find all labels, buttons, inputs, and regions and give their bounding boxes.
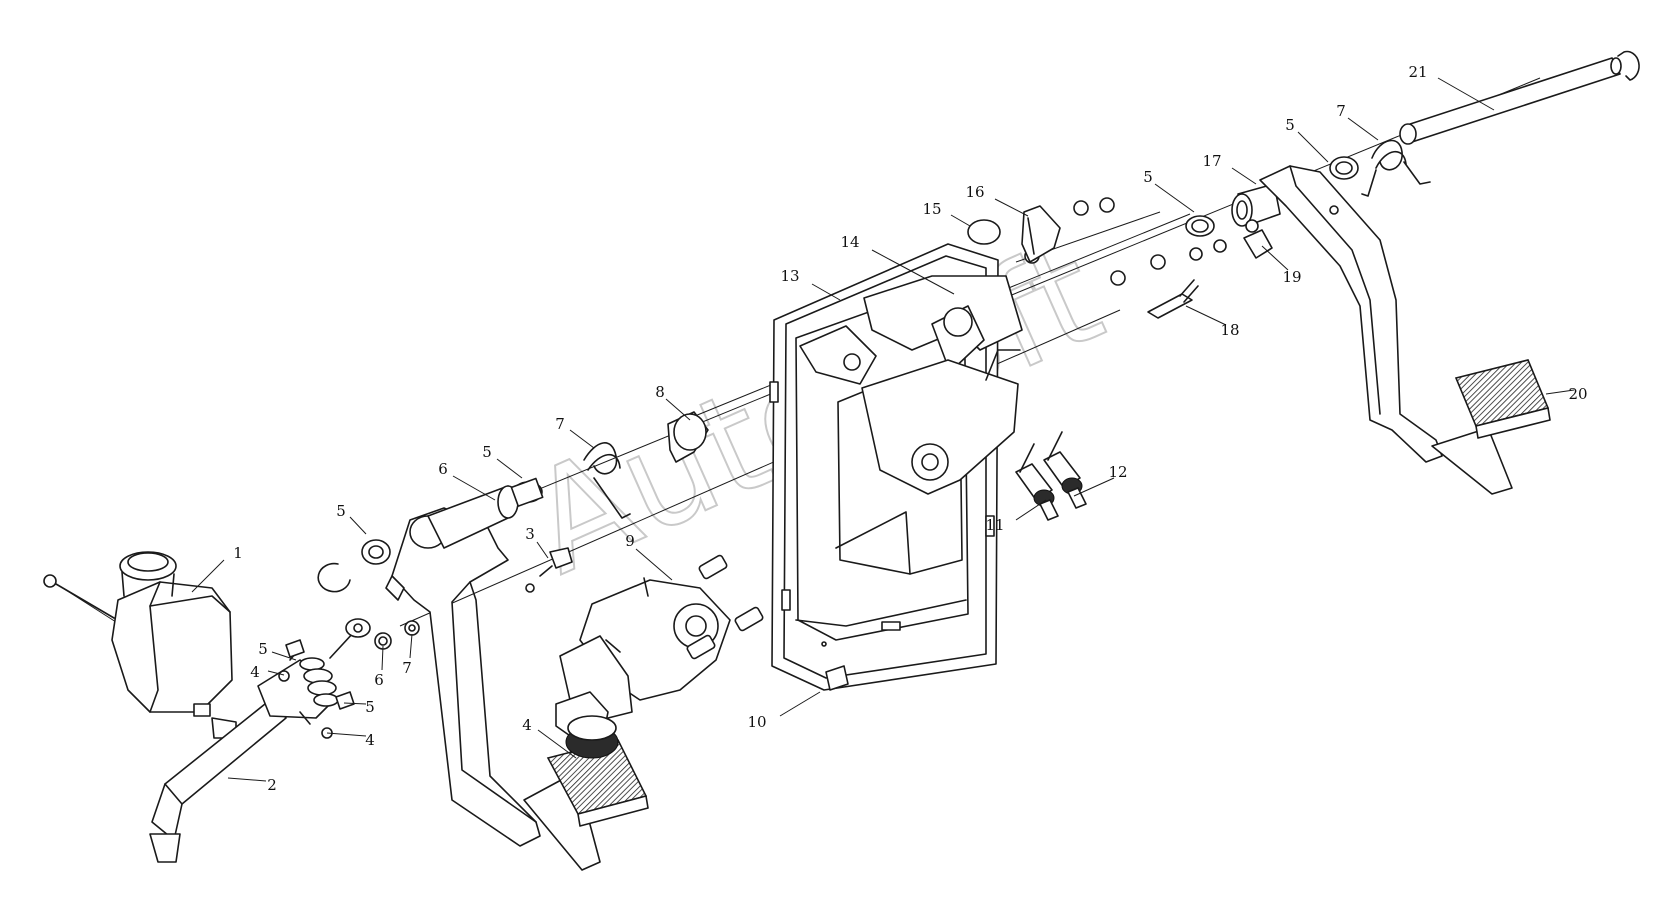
c-21-shaft-leader [1437,77,1495,111]
part-9-brake-valve [555,554,764,759]
parts-17-18-19 [1147,183,1281,319]
c-6-nut-leader [381,645,384,671]
c-19-clevis-leader [1261,245,1289,271]
c-5-bushing-a-label: 5 [336,502,346,520]
c-5-bushing-b-leader [496,458,523,479]
c-3-bolt-leader [536,541,549,559]
c-5-bolt-lower-leader [343,702,367,705]
part-1-reservoir [43,551,237,739]
c-14-bracket-label: 14 [840,233,859,251]
c-5-bushing-b-label: 5 [482,443,492,461]
c-6-clutch-pedal-leader [452,475,496,501]
c-7-washer-leader [409,633,413,659]
c-11-switch-leader [1015,499,1047,521]
part-4-clutch-pedal-pad [523,739,649,871]
c-17-shaft-bushing-label: 17 [1202,152,1221,170]
c-5-bushing-c-label: 5 [1143,168,1153,186]
c-5-bolt-upper-label: 5 [258,640,268,658]
c-5-bushing-d-leader [1297,131,1329,163]
part-14-pedal-bracket [799,275,1023,495]
c-4-pedal-pad-label: 4 [522,716,532,734]
c-16-plate-label: 16 [965,183,984,201]
c-1-reservoir-leader [191,559,225,593]
c-2-master-cylinder-label: 2 [267,776,277,794]
c-14-bracket-leader [871,249,955,295]
c-6-clutch-pedal-label: 6 [438,460,448,478]
c-7-spring-left-label: 7 [555,415,565,433]
c-20-pedal-pad-leader [1545,389,1575,395]
c-1-reservoir-label: 1 [233,544,243,562]
c-7-spring-right-label: 7 [1336,102,1346,120]
c-18-stud-label: 18 [1220,321,1239,339]
callouts-layer: 1234445555556677789101112131415161718192… [191,63,1588,794]
c-17-shaft-bushing-leader [1231,167,1257,185]
c-18-stud-leader [1185,305,1227,326]
c-19-clevis-label: 19 [1282,268,1301,286]
c-5-bushing-c-leader [1154,183,1195,213]
parts-15-16-10-small [825,205,1061,691]
c-7-spring-left-leader [569,429,595,449]
c-4-nut-left-label: 4 [250,663,260,681]
c-12-switch-leader [1073,477,1115,497]
c-6-nut-label: 6 [374,671,384,689]
c-21-shaft-label: 21 [1408,63,1427,81]
part-20-brake-pedal [1259,165,1551,495]
c-16-plate-leader [994,198,1029,217]
c-5-bushing-a-leader [349,516,367,535]
c-4-nut-right-leader [326,732,367,737]
c-12-switch-label: 12 [1108,463,1127,481]
c-5-bushing-d-label: 5 [1285,116,1295,134]
part-21-pedal-shaft [1399,50,1640,145]
c-8-bushing-leader [665,398,691,421]
c-13-bracket-frame-label: 13 [780,267,799,285]
c-8-bushing-label: 8 [655,383,665,401]
c-13-bracket-frame-leader [811,283,841,301]
c-9-brake-valve-label: 9 [625,532,635,550]
c-4-nut-left-leader [267,670,285,676]
c-5-bolt-lower-label: 5 [365,698,375,716]
c-15-cap-leader [950,214,971,227]
part-6-clutch-pedal [385,485,541,847]
c-4-pedal-pad-leader [537,729,577,759]
c-11-switch-label: 11 [985,516,1004,534]
c-7-spring-right-leader [1347,117,1379,141]
parts-11-12-switches [1015,431,1087,521]
c-10-plug-label: 10 [747,713,766,731]
c-10-plug-leader [779,691,821,717]
c-3-bolt-label: 3 [525,525,535,543]
bushings-and-springs [317,139,1431,593]
c-2-master-cylinder-leader [227,777,267,782]
c-9-brake-valve-leader [635,548,673,581]
c-15-cap-label: 15 [922,200,941,218]
c-4-nut-right-label: 4 [365,731,375,749]
c-20-pedal-pad-label: 20 [1568,385,1587,403]
c-7-washer-label: 7 [402,659,412,677]
c-5-bolt-upper-leader [271,651,297,661]
